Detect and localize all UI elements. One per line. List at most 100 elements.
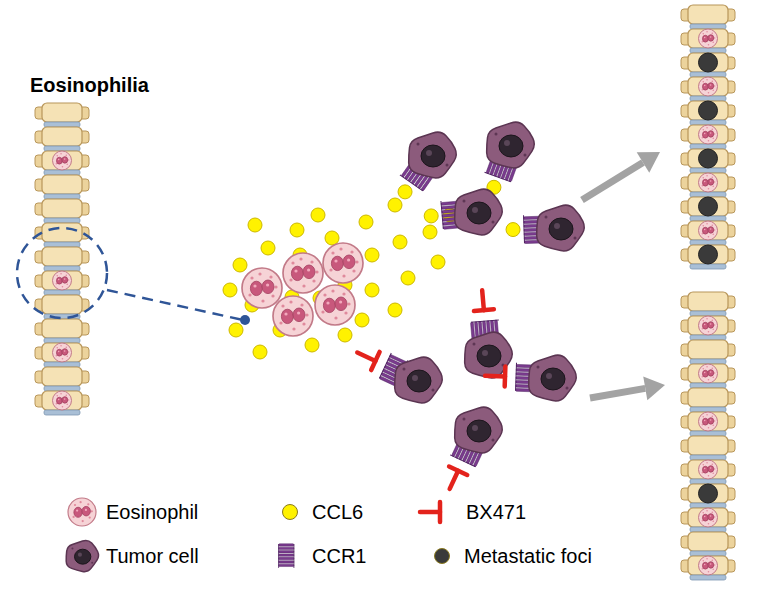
nucleus-lobe [708,35,714,41]
tumor-nucleus [541,368,565,390]
nucleolus [710,563,712,565]
legend-swatch [282,504,298,520]
receptor-helix [279,547,294,549]
granule [56,395,58,397]
tumor-cell-body [455,407,503,453]
legend-text: CCL6 [312,501,363,523]
nucleolus [704,516,706,518]
granule [312,279,315,282]
nucleolus [85,509,87,511]
ccl6-dot [401,271,415,285]
bx471-inhibitor [441,467,468,494]
nucleolus [710,419,712,421]
granule [302,322,305,325]
tumor-nucleolus [472,425,478,431]
granule [352,269,355,272]
ccl6-dot [365,248,379,262]
granule [712,329,714,331]
nucleolus [710,228,712,230]
granule [342,274,345,277]
nucleolus [76,509,78,511]
granule [310,260,313,263]
inhibitor-stem [357,353,375,361]
metastatic-focus [699,197,718,216]
granule [712,416,714,418]
nucleolus [704,564,706,566]
granule [60,153,62,155]
intervertebral-disc [44,338,80,343]
granule [706,366,708,368]
eosinophil [53,391,72,410]
nucleolus [710,132,712,134]
nucleus-lobe [303,265,315,279]
intervertebral-disc [690,120,726,125]
granule [702,512,704,514]
nucleolus [64,350,66,352]
zoom-circle [17,228,107,318]
legend-text: Eosinophil [106,501,198,523]
eosinophil-body [53,343,72,362]
intervertebral-disc [690,72,726,77]
nucleus-lobe [702,514,708,521]
ccl6-dot [423,225,437,239]
spine [681,292,735,580]
granule [714,85,716,87]
vertebra-body [42,367,82,386]
granule [355,260,358,263]
nucleus-lobe [708,179,714,185]
ccl6-dot [431,255,445,269]
progression-arrow [582,152,660,200]
vertebra-body [42,103,82,122]
tumor-cell-group [398,132,456,199]
vertebra-body [688,412,728,431]
granule [89,516,91,518]
granule [706,510,708,512]
cytoplasm-dot [403,368,406,371]
granule [339,247,342,250]
granule [66,356,68,358]
intervertebral-disc [690,575,726,580]
nucleolus [266,283,269,286]
granule [62,358,64,360]
granule [714,133,716,135]
zoom-dot [240,315,250,325]
vertebra-body [688,149,728,168]
granule [708,44,710,46]
ccl6-dot [359,215,373,229]
eosinophil [53,343,72,362]
granule [712,320,714,322]
nucleolus [704,85,706,87]
granule [62,166,64,168]
receptor-helix [279,557,294,559]
granule [91,510,93,512]
granule [347,302,350,305]
eosinophil-body [699,173,718,192]
granule [291,261,294,264]
nucleus-lobe [702,131,708,138]
nucleolus [253,284,256,287]
nucleus-lobe [708,131,714,137]
granule [66,347,68,349]
intervertebral-disc [690,383,726,388]
nucleus-lobe [62,349,68,355]
granule [331,251,334,254]
eosinophil [699,173,718,192]
granule [712,425,714,427]
granule [269,275,272,278]
granule [706,175,708,177]
metastatic-focus [699,245,718,264]
vertebra-body [688,532,728,551]
granule [261,299,264,302]
progression-arrow [590,377,665,401]
nucleus-lobe [708,370,714,376]
granule [350,250,353,253]
tumor-cell [529,355,577,401]
inhibitor-stem [482,290,484,310]
granule [271,294,274,297]
legend-text: CCR1 [312,545,366,567]
granule [712,186,714,188]
ccl6-dot [424,209,438,223]
nucleus-lobe [293,308,305,322]
granule [66,404,68,406]
metastatic-focus [699,53,718,72]
